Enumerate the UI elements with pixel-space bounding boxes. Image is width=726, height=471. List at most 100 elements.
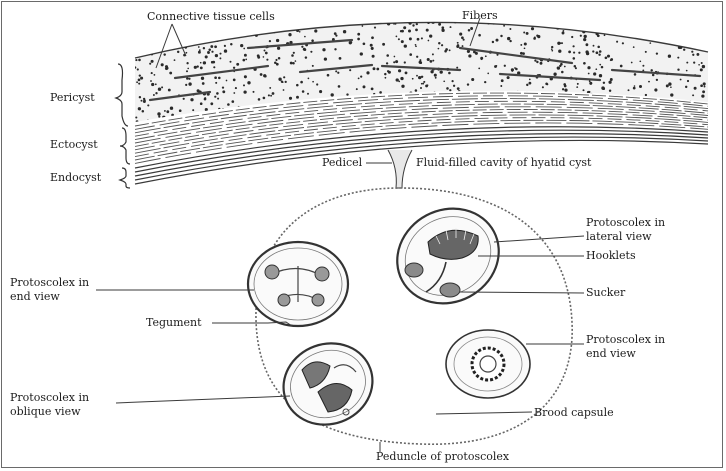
- tissue-dot: [686, 70, 688, 72]
- tissue-dot: [253, 91, 255, 93]
- tissue-dot: [701, 94, 704, 97]
- tissue-dot: [343, 30, 346, 33]
- tissue-dot: [698, 64, 700, 66]
- tissue-dot: [586, 52, 589, 55]
- tissue-dot: [573, 57, 576, 60]
- tissue-dot: [543, 20, 545, 22]
- tissue-dot: [289, 13, 291, 15]
- tissue-dot: [561, 71, 564, 74]
- tissue-dot: [138, 79, 141, 82]
- tissue-dot: [420, 87, 422, 89]
- tissue-dot: [526, 32, 529, 35]
- tissue-dot: [257, 54, 260, 57]
- tissue-dot: [612, 32, 614, 34]
- tissue-dot: [168, 89, 171, 92]
- tissue-dot: [708, 15, 710, 17]
- tissue-dot: [417, 38, 420, 41]
- tissue-dot: [522, 52, 525, 55]
- tissue-dot: [360, 52, 363, 55]
- tissue-dot: [200, 62, 202, 64]
- tissue-dot: [433, 91, 436, 94]
- tissue-dot: [639, 85, 642, 88]
- tissue-dot: [166, 110, 169, 113]
- tissue-dot: [691, 51, 693, 53]
- tissue-dot: [449, 89, 451, 91]
- tissue-dot: [623, 97, 625, 99]
- tissue-dot: [374, 27, 376, 29]
- tissue-dot: [135, 35, 138, 38]
- tissue-dot: [693, 22, 696, 25]
- tissue-dot: [218, 77, 221, 80]
- tissue-dot: [184, 36, 186, 38]
- tissue-dot: [700, 42, 702, 44]
- tissue-dot: [230, 61, 232, 63]
- tissue-dot: [656, 79, 658, 81]
- leader-protoscolex-oblique: [116, 396, 290, 403]
- tissue-dot: [623, 17, 625, 19]
- tissue-dot: [222, 29, 224, 31]
- tissue-dot: [631, 62, 633, 64]
- tissue-dot: [610, 78, 613, 81]
- tissue-dot: [607, 55, 610, 58]
- tissue-dot: [300, 81, 303, 84]
- sucker-circle: [278, 294, 290, 306]
- tissue-dot: [569, 20, 571, 22]
- tissue-dot: [371, 88, 374, 91]
- label-hooklets: Hooklets: [586, 250, 636, 262]
- tissue-dot: [633, 87, 636, 90]
- tissue-dot: [226, 80, 228, 82]
- tissue-dot: [421, 83, 423, 85]
- tissue-dot: [592, 50, 594, 52]
- tissue-dot: [576, 86, 578, 88]
- leader-brood-capsule: [436, 412, 532, 414]
- tissue-dot: [434, 102, 437, 105]
- tissue-dot: [284, 102, 287, 105]
- tissue-dot: [457, 87, 460, 90]
- tissue-dot: [338, 85, 341, 88]
- tissue-dot: [276, 63, 279, 66]
- tissue-dot: [452, 80, 454, 82]
- tissue-dot: [432, 53, 434, 55]
- tissue-dot: [531, 105, 534, 108]
- tissue-dot: [440, 70, 443, 73]
- tissue-dot: [609, 89, 611, 91]
- tissue-dot: [139, 74, 141, 76]
- tissue-dot: [216, 92, 219, 95]
- tissue-dot: [372, 55, 375, 58]
- tissue-dot: [409, 53, 412, 56]
- tissue-dot: [245, 59, 247, 61]
- tissue-dot: [429, 112, 432, 115]
- tissue-dot: [529, 79, 531, 81]
- tissue-dot: [404, 61, 406, 63]
- tissue-dot: [186, 62, 188, 64]
- tissue-dot: [634, 85, 636, 87]
- tissue-dot: [219, 53, 221, 55]
- tissue-dot: [563, 30, 565, 32]
- tissue-dot: [700, 84, 703, 87]
- tissue-dot: [183, 31, 185, 33]
- tissue-dot: [589, 80, 591, 82]
- tissue-dot: [275, 59, 277, 61]
- label-protoscolex-end-left-line2: end view: [10, 291, 60, 303]
- tissue-dot: [265, 52, 268, 55]
- tissue-dot: [555, 93, 558, 96]
- tissue-dot: [429, 34, 432, 37]
- tissue-dot: [603, 82, 605, 84]
- tissue-dot: [217, 29, 219, 31]
- tissue-dot: [420, 116, 423, 119]
- tissue-dot: [222, 86, 224, 88]
- tissue-dot: [319, 90, 322, 93]
- tissue-dot: [560, 42, 562, 44]
- tissue-dot: [487, 73, 489, 75]
- tissue-dot: [140, 77, 143, 80]
- tissue-dot: [304, 36, 306, 38]
- tissue-dot: [203, 61, 206, 64]
- tissue-dot: [573, 16, 575, 18]
- tissue-dot: [334, 32, 337, 35]
- tissue-dot: [453, 85, 455, 87]
- tissue-dot: [462, 45, 464, 47]
- tissue-dot: [180, 115, 182, 117]
- tissue-dot: [227, 103, 230, 106]
- tissue-dot: [427, 14, 429, 16]
- tissue-dot: [403, 26, 406, 29]
